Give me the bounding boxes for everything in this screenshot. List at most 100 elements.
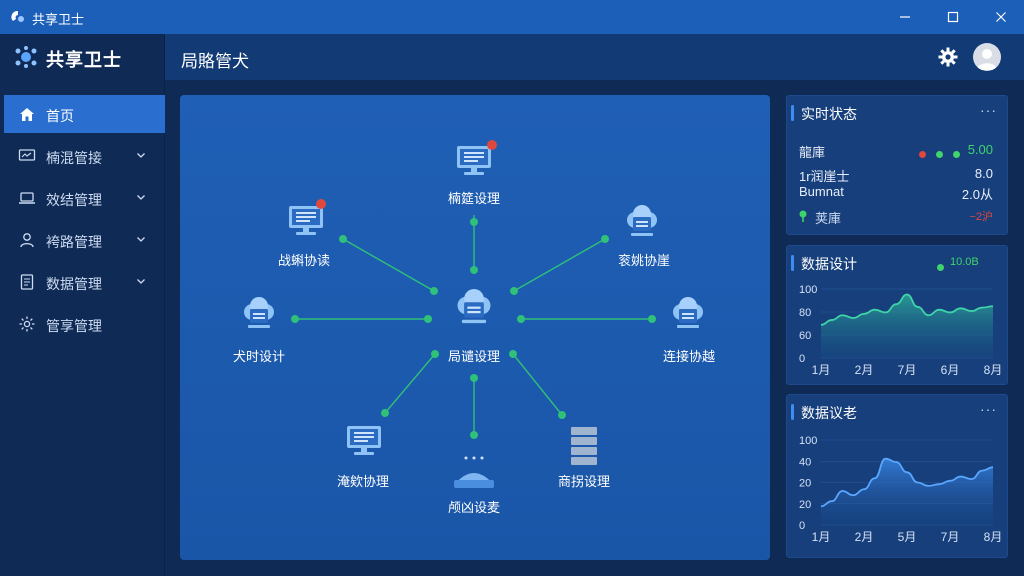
y-tick-label: 20 xyxy=(799,478,811,490)
y-tick-label: 0 xyxy=(799,353,805,365)
x-tick-label: 1月 xyxy=(812,530,831,544)
node-label: 颅凶设麦 xyxy=(447,500,501,515)
home-icon xyxy=(20,108,34,121)
status-row-value: 5.00 xyxy=(967,142,993,157)
chart-value: 10.0B xyxy=(950,256,979,268)
brand: 共享卫士 xyxy=(0,34,165,80)
red-dot xyxy=(919,151,926,158)
status-dot xyxy=(937,258,944,276)
status-row-value: 8.0 xyxy=(974,166,993,181)
status-row: 龍庫 5.00 xyxy=(799,142,997,161)
green-dot xyxy=(936,151,943,158)
status-row-label: Bumnat xyxy=(799,184,844,199)
server-rack-icon[interactable] xyxy=(571,427,597,465)
status-row-label: 1r润崖士 xyxy=(799,169,850,184)
panel-accent-bar xyxy=(791,255,794,271)
page-title: 局賂管犬 xyxy=(181,52,249,71)
cloud-node-icon[interactable] xyxy=(244,297,274,328)
node-label-center: 局谴设理 xyxy=(447,349,501,364)
app-logo-icon xyxy=(11,10,24,22)
node-label: 淹欸协理 xyxy=(336,474,390,489)
x-tick-label: 5月 xyxy=(898,530,917,544)
brand-logo-icon xyxy=(15,46,37,68)
x-tick-label: 7月 xyxy=(941,530,960,544)
cloud-node-icon[interactable] xyxy=(673,297,703,328)
y-tick-label: 100 xyxy=(799,284,817,296)
sidebar-item-data[interactable]: 数据管理 xyxy=(4,263,165,301)
close-icon xyxy=(996,12,1006,22)
cloud-node-icon[interactable] xyxy=(627,205,657,236)
title-bar: 共享卫士 xyxy=(0,0,1024,34)
panel-accent-bar xyxy=(791,404,794,420)
node-label: 商拐设理 xyxy=(557,474,611,489)
node-label: 战蝌协读 xyxy=(277,253,331,268)
sidebar-item-home[interactable]: 首页 xyxy=(4,95,165,133)
sidebar-item-monitor[interactable]: 楠混管接 xyxy=(4,137,165,175)
sidebar-item-devices[interactable]: 效结管理 xyxy=(4,179,165,217)
panel-title: 数据设计 xyxy=(801,256,857,272)
node-label: 犬时设计 xyxy=(232,349,286,364)
y-tick-label: 80 xyxy=(799,307,811,319)
status-row: 1r润崖士 8.0 xyxy=(799,166,997,185)
x-tick-label: 2月 xyxy=(855,363,874,377)
close-button[interactable] xyxy=(978,0,1024,34)
y-tick-label: 40 xyxy=(799,456,811,468)
node-label: 楠筵设理 xyxy=(447,191,501,206)
sidebar-item-label: 首页 xyxy=(46,108,74,124)
y-tick-label: 20 xyxy=(799,499,811,511)
node-label: 衮姚协崖 xyxy=(617,253,671,268)
topology-canvas: 局谴设理 楠筵设理 衮姚协崖 连接协越 商拐设理 颅凶设麦 淹欸协理 犬时设计 … xyxy=(180,95,770,560)
avatar[interactable] xyxy=(973,43,1001,71)
series-line xyxy=(820,293,994,326)
brand-name: 共享卫士 xyxy=(46,50,122,70)
monitor-node-icon[interactable] xyxy=(289,199,326,235)
panel-title: 实时状态 xyxy=(801,106,857,122)
series-line xyxy=(820,457,994,508)
topology-graph xyxy=(244,140,703,489)
x-tick-label: 7月 xyxy=(898,363,917,377)
center-node-icon[interactable] xyxy=(457,289,491,324)
user-icon xyxy=(20,233,34,248)
monitor-node-icon[interactable] xyxy=(347,426,381,455)
series-area xyxy=(821,458,993,525)
sidebar: 共享卫士 首页 楠混管接 效结管理 袴路管理 数据管理 管享管理 xyxy=(0,34,165,576)
minimize-button[interactable] xyxy=(882,0,928,34)
chevron-down-icon xyxy=(137,153,145,158)
settings-gear-icon[interactable] xyxy=(937,46,959,68)
chevron-down-icon xyxy=(137,195,145,200)
y-tick-label: 60 xyxy=(799,330,811,342)
more-button[interactable]: ··· xyxy=(980,102,997,118)
x-tick-label: 8月 xyxy=(984,530,1003,544)
pin-icon xyxy=(799,210,807,222)
status-row-label: 龍庫 xyxy=(799,145,826,160)
sidebar-item-label: 效结管理 xyxy=(46,192,102,208)
maximize-icon xyxy=(947,11,959,23)
chevron-down-icon xyxy=(137,279,145,284)
status-row-value: −2沪 xyxy=(969,211,993,223)
router-node-icon[interactable] xyxy=(454,456,494,489)
x-tick-label: 2月 xyxy=(855,530,874,544)
sidebar-item-label: 管享管理 xyxy=(46,318,102,334)
panel-accent-bar xyxy=(791,105,794,121)
document-icon xyxy=(20,274,34,290)
sidebar-item-users[interactable]: 袴路管理 xyxy=(4,221,165,259)
laptop-icon xyxy=(19,192,35,204)
sidebar-item-label: 楠混管接 xyxy=(46,150,102,166)
status-panel: 实时状态 ··· 龍庫 5.00 1r润崖士 8.0 Bumnat 2.0从 荚… xyxy=(786,95,1008,235)
series-area xyxy=(821,294,993,358)
maximize-button[interactable] xyxy=(930,0,976,34)
status-row: Bumnat 2.0从 xyxy=(799,184,997,202)
monitor-node-icon[interactable] xyxy=(457,140,497,175)
sidebar-item-label: 数据管理 xyxy=(46,276,102,292)
sidebar-item-settings[interactable]: 管享管理 xyxy=(4,305,165,343)
window-title: 共享卫士 xyxy=(32,12,85,27)
status-row-value: 2.0从 xyxy=(961,187,993,202)
more-button[interactable]: ··· xyxy=(980,401,997,417)
monitor-icon xyxy=(18,149,36,161)
x-tick-label: 1月 xyxy=(812,363,831,377)
x-tick-label: 8月 xyxy=(984,363,1003,377)
status-row-label: 荚庫 xyxy=(815,211,842,226)
